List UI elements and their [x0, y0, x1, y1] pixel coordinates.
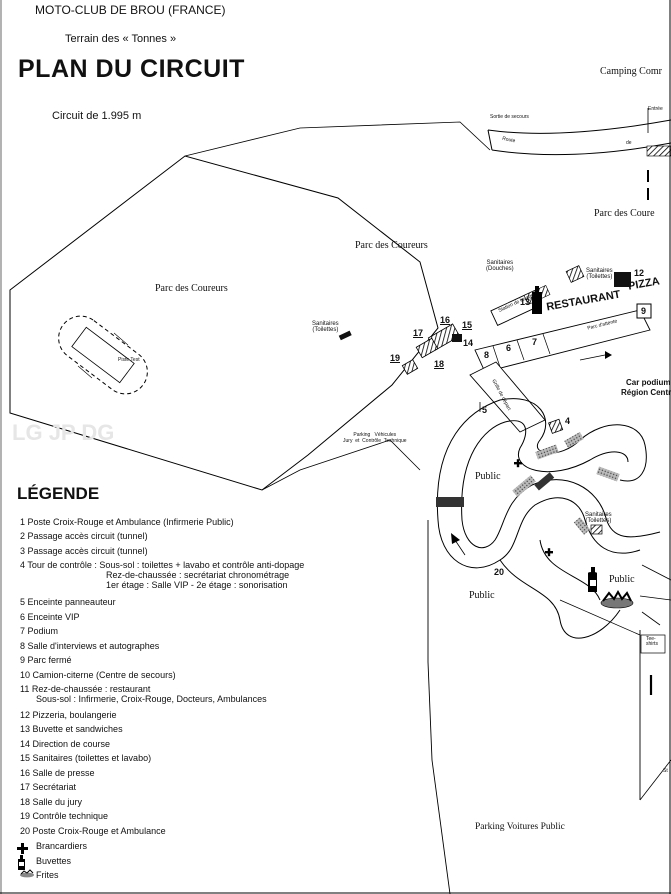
label-parc-coureurs-center: Parc des Coureurs — [355, 240, 428, 251]
legend-cross-icon — [17, 843, 28, 854]
map-number-15: 15 — [462, 320, 473, 330]
legend-frites: Frites — [36, 870, 59, 880]
parc-attente-building — [474, 309, 651, 373]
legend-item: 19 Contrôle technique — [20, 811, 109, 821]
legend-item: 1 Poste Croix-Rouge et Ambulance (Infirm… — [20, 517, 234, 527]
legend-brancardiers: Brancardiers — [36, 841, 88, 851]
legend-buvettes: Buvettes — [36, 856, 72, 866]
legend-item: 8 Salle d'interviews et autographes — [20, 641, 160, 651]
label-parc-coureurs-right: Parc des Coure — [594, 208, 655, 219]
label-sanitaires-douches: Sanitaires (Douches) — [486, 260, 514, 272]
paddock-left-outline — [9, 155, 439, 491]
fries-icon — [600, 589, 634, 609]
label-parking-voitures: Parking Voitures Public — [475, 822, 565, 832]
label-public-2: Public — [469, 590, 495, 601]
public-area-outline — [427, 520, 451, 894]
terrain-name: Terrain des « Tonnes » — [65, 33, 177, 45]
map-number-12: 12 — [634, 268, 645, 278]
map-number-4: 4 — [565, 416, 571, 426]
legend-item: 11 Rez-de-chaussée : restaurant — [20, 684, 151, 694]
bottle-icon — [532, 286, 597, 592]
map-number-9: 9 — [641, 306, 647, 316]
cross-icon — [514, 459, 553, 557]
label-sortie-secours: Sortie de secours — [490, 114, 529, 120]
label-car-podium: Car podium — [626, 378, 671, 387]
legend-item: 17 Secrétariat — [20, 782, 77, 792]
map-number-19: 19 — [390, 353, 401, 363]
watermark-text: LG JP DG — [12, 420, 115, 445]
legend-item: 15 Sanitaires (toilettes et lavabo) — [20, 753, 152, 763]
circuit-length: Circuit de 1.995 m — [52, 110, 142, 122]
legend-item: 12 Pizzeria, boulangerie — [20, 710, 117, 720]
label-sanitaires-toilettes-3: Sanitaires (Toilettes) — [585, 512, 612, 524]
legend-item: 13 Buvette et sandwiches — [20, 724, 123, 734]
legend-fries-icon — [20, 869, 34, 878]
road-top — [487, 119, 671, 134]
legend-item: 7 Podium — [20, 626, 59, 636]
legend-item: 9 Parc fermé — [20, 655, 72, 665]
legend-item: 10 Camion-citerne (Centre de secours) — [20, 670, 176, 680]
legend-item: 18 Salle du jury — [20, 797, 83, 807]
legend-title: LÉGENDE — [17, 484, 100, 503]
pizza-building — [614, 272, 631, 287]
map-number-7: 7 — [532, 337, 538, 347]
legend-item: 16 Salle de presse — [20, 768, 95, 778]
label-entree: Entrée — [648, 106, 663, 112]
legend-bottle-icon — [18, 855, 25, 870]
label-public-1: Public — [475, 471, 501, 482]
test-track — [58, 315, 148, 395]
paddock-center-outline — [184, 121, 491, 157]
label-piste-test: Piste Test — [118, 357, 140, 363]
label-tee-shirts: Tee- shirts — [646, 636, 658, 647]
label-parking-vehicules: Parking Véhicules Jury et Contrôle Techn… — [343, 432, 407, 444]
page-title: PLAN DU CIRCUIT — [18, 55, 245, 83]
label-de: de — [626, 140, 632, 146]
legend-item: 6 Enceinte VIP — [20, 612, 80, 622]
label-sanitaires-toilettes-1: Sanitaires (Toilettes) — [312, 321, 339, 333]
legend-item-sub: Rez-de-chaussée : secrétariat chronométr… — [106, 570, 290, 580]
legend-item-sub: Sous-sol : Infirmerie, Croix-Rouge, Doct… — [36, 694, 267, 704]
label-region-centre: Région Centre — [621, 388, 671, 397]
legend-item: 5 Enceinte panneauteur — [20, 597, 116, 607]
legend-item: 14 Direction de course — [20, 739, 111, 749]
legend-item-sub: 1er étage : Salle VIP - 2e étage : sonor… — [106, 580, 288, 590]
label-parc-coureurs-left: Parc des Coureurs — [155, 283, 228, 294]
legend-item: 20 Poste Croix-Rouge et Ambulance — [20, 826, 166, 836]
map-number-13: 13 — [520, 297, 531, 307]
legend-item: 3 Passage accès circuit (tunnel) — [20, 546, 148, 556]
map-number-5: 5 — [482, 405, 488, 415]
map-number-17: 17 — [413, 328, 424, 338]
club-name: MOTO-CLUB DE BROU (FRANCE) — [35, 3, 226, 17]
map-number-18: 18 — [434, 359, 445, 369]
map-number-6: 6 — [506, 343, 512, 353]
label-camping: Camping Comr — [600, 66, 662, 77]
label-sanitaires-toilettes-2: Sanitaires (Toilettes) — [586, 268, 613, 280]
label-public-3: Public — [609, 574, 635, 585]
circuit-track — [436, 398, 661, 639]
legend-item: 2 Passage accès circuit (tunnel) — [20, 531, 148, 541]
map-number-16: 16 — [440, 315, 451, 325]
map-number-14: 14 — [463, 338, 474, 348]
legend-item: 4 Tour de contrôle : Sous-sol : toilette… — [20, 560, 305, 570]
label-st: St — [663, 768, 668, 774]
map-number-8: 8 — [484, 350, 490, 360]
label-20: 20 — [494, 567, 505, 577]
